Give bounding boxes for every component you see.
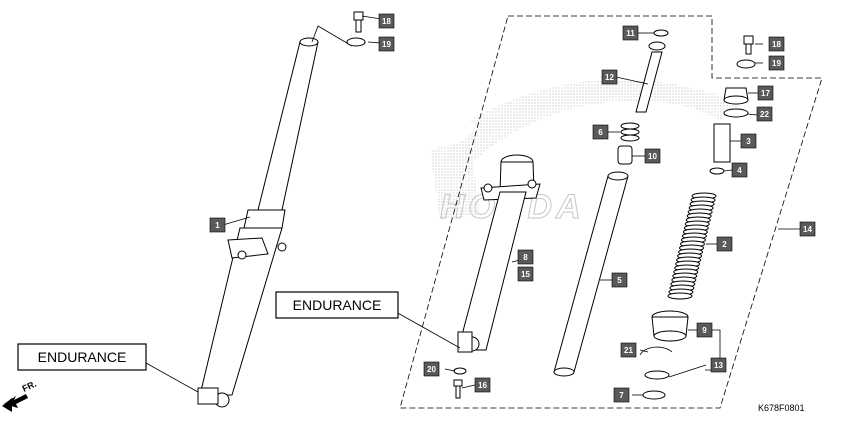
seals-lower [639,310,689,400]
callout-number: 18 [772,40,781,49]
callout-number: 20 [427,365,436,374]
callout-10: 10 [644,148,661,164]
callout-17: 17 [757,85,774,101]
callout-number: 7 [619,391,624,400]
callout-number: 11 [626,29,635,38]
callout-number: 4 [737,166,742,175]
bolt-18-right [736,35,756,69]
callout-number: 2 [722,240,727,249]
endurance-label-center-text: ENDURANCE [293,297,382,313]
spring-coil [667,292,693,300]
callout-number: 18 [382,17,391,26]
callout-number: 19 [382,40,391,49]
arrow-left-icon: FR. [2,379,38,412]
fork-body-center [457,154,541,353]
callout-number: 10 [648,152,657,161]
callout-19: 19 [378,36,395,52]
banner-pointer-left [145,362,199,393]
bolt-18-left [346,11,366,47]
callout-number: 17 [761,89,770,98]
spring-2 [667,192,717,300]
bolt-16 [453,367,467,399]
callout-number: 3 [746,137,751,146]
callout-16: 16 [474,377,491,393]
inner-tube-5 [553,171,629,377]
banner-pointer-center [395,311,461,349]
callout-number: 8 [523,253,528,262]
callout-number: 15 [521,270,530,279]
callout-20: 20 [423,361,440,377]
callout-number: 16 [478,381,487,390]
callout-number: 22 [760,110,769,119]
callout-number: 1 [215,221,220,230]
assembly-boundary [399,15,823,409]
callout-number: 14 [803,225,812,234]
callout-22: 22 [756,106,773,122]
direction-label: FR. [21,379,38,394]
callout-11: 11 [622,25,639,41]
callout-12: 12 [601,69,618,85]
diagram-code: K678F0801 [758,403,805,413]
callout-number: 6 [598,128,603,137]
callout-9: 9 [696,322,713,338]
callout-14: 14 [799,221,816,237]
callout-15: 15 [517,266,534,282]
callout-6: 6 [592,124,609,140]
callout-number: 12 [605,73,614,82]
callout-number: 13 [714,361,723,370]
endurance-label-center: ENDURANCE [275,291,399,319]
left-fork-assembly [197,25,353,408]
callout-number: 9 [702,326,707,335]
callout-18: 18 [768,36,785,52]
callout-13: 13 [710,357,727,373]
callout-number: 21 [624,346,633,355]
callout-3: 3 [740,133,757,149]
callout-number: 5 [617,276,622,285]
endurance-label-left-text: ENDURANCE [38,349,127,365]
callout-2: 2 [716,236,733,252]
damper-rod-12 [617,29,669,165]
callout-1: 1 [209,217,226,233]
callout-21: 21 [620,342,637,358]
callout-7: 7 [613,387,630,403]
callout-18: 18 [378,13,395,29]
callout-5: 5 [611,272,628,288]
endurance-label-left: ENDURANCE [17,343,147,371]
cap-stack-right [709,87,749,175]
callout-number: 19 [772,59,781,68]
callout-8: 8 [517,249,534,265]
callout-19: 19 [768,55,785,71]
callout-4: 4 [731,162,748,178]
